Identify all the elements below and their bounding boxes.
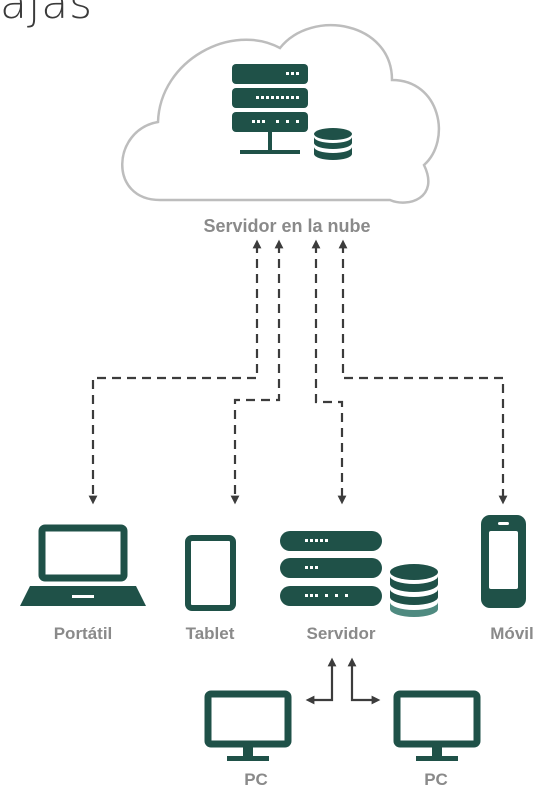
pc-connectors — [305, 657, 381, 705]
connector-pc-right — [347, 657, 381, 705]
tablet-icon — [185, 535, 236, 611]
cloud-server-label: Servidor en la nube — [203, 216, 371, 236]
tablet-label: Tablet — [185, 624, 235, 643]
cloud-connectors — [88, 239, 508, 505]
server-label: Servidor — [306, 624, 376, 643]
pc-right-icon — [393, 690, 481, 761]
connector-pc-left — [305, 657, 337, 705]
mobile-icon — [481, 515, 526, 608]
laptop-label: Portátil — [53, 624, 113, 643]
connector-server — [311, 239, 347, 505]
local-database-icon — [390, 564, 438, 617]
connector-laptop — [88, 239, 262, 505]
connector-mobile — [338, 239, 508, 505]
local-server-icon — [280, 531, 382, 606]
laptop-icon — [20, 524, 146, 606]
mobile-label: Móvil — [490, 624, 534, 643]
pc-left-icon — [204, 690, 292, 761]
cloud-server-icon — [232, 64, 308, 154]
pc-left-label: PC — [244, 770, 268, 789]
pc-right-label: PC — [424, 770, 448, 789]
page-heading: ajas — [0, 0, 94, 29]
connector-tablet — [230, 239, 284, 505]
cloud-database-icon — [314, 128, 352, 160]
